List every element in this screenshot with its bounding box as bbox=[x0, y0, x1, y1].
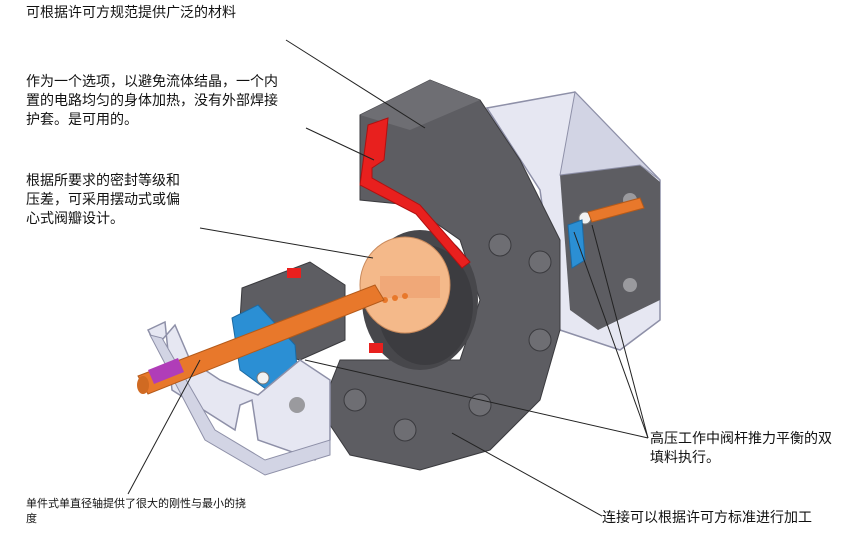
callout-packing: 高压工作中阀杆推力平衡的双 填料执行。 bbox=[650, 431, 832, 466]
valve-disc bbox=[359, 236, 451, 334]
callout-heating: 作为一个选项，以避免流体结晶，一个内 置的电路均匀的身体加热，没有外部焊接 护套… bbox=[26, 74, 278, 128]
callout-connection: 连接可以根据许可方标准进行加工 bbox=[602, 510, 812, 526]
valve-shaft bbox=[137, 197, 645, 395]
leader-lines bbox=[127, 39, 649, 517]
heating-channel bbox=[359, 117, 471, 269]
callout-materials: 可根据许可方规范提供广泛的材料 bbox=[26, 5, 236, 21]
callout-seal: 根据所要求的密封等级和 压差，可采用摆动式或偏 心式阀瓣设计。 bbox=[26, 173, 180, 227]
callout-shaft: 单件式单直径轴提供了很大的刚性与最小的挠 度 bbox=[26, 497, 246, 525]
